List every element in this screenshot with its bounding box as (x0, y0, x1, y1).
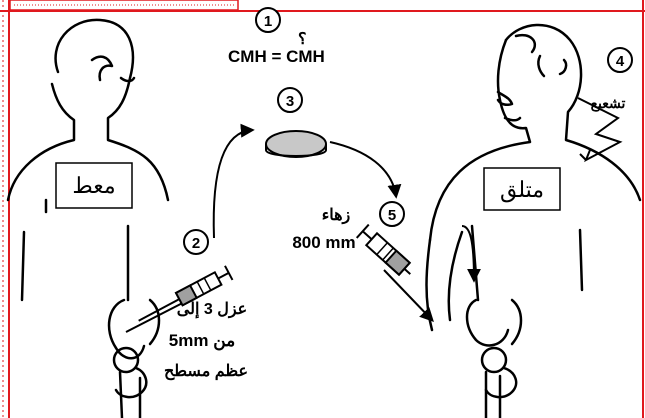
isolation-line1: عزل 3 إلى (177, 301, 247, 319)
isolation-line3: عظم مسطح (164, 363, 248, 381)
step-marker-2: 2 (184, 230, 208, 254)
recipient-label: متلق (500, 177, 544, 203)
recipient-label-box: متلق (484, 168, 560, 210)
svg-text:4: 4 (616, 53, 625, 70)
donor-body (8, 20, 168, 300)
donor-label-box: معط (56, 163, 132, 208)
arrow-injection-line (384, 270, 432, 320)
isolation-line2: 5mm من (169, 331, 235, 351)
extraction-syringe-icon (135, 266, 233, 328)
injection-label-line1: زهاء (322, 207, 351, 225)
step-marker-1: 1 (256, 8, 280, 32)
formula-question-mark: ؟ (298, 31, 307, 48)
arrow-dish-to-recipient (330, 142, 396, 196)
donor-bone (109, 300, 159, 418)
svg-text:3: 3 (286, 93, 294, 110)
svg-text:2: 2 (192, 235, 200, 252)
step-marker-4: 4 (608, 48, 632, 72)
injection-label-line2: 800 mm (292, 233, 355, 252)
recipient-bone (449, 226, 521, 418)
step-marker-5: 5 (380, 202, 404, 226)
donor-label: معط (72, 173, 115, 198)
formula-text: CMH = CMH (228, 47, 325, 66)
step-marker-3: 3 (278, 88, 302, 112)
culture-dish (266, 131, 326, 157)
arrow-donor-to-dish (214, 130, 252, 238)
svg-text:1: 1 (264, 13, 272, 30)
svg-text:5: 5 (388, 207, 396, 224)
irradiation-label: تشعيع (591, 95, 626, 112)
